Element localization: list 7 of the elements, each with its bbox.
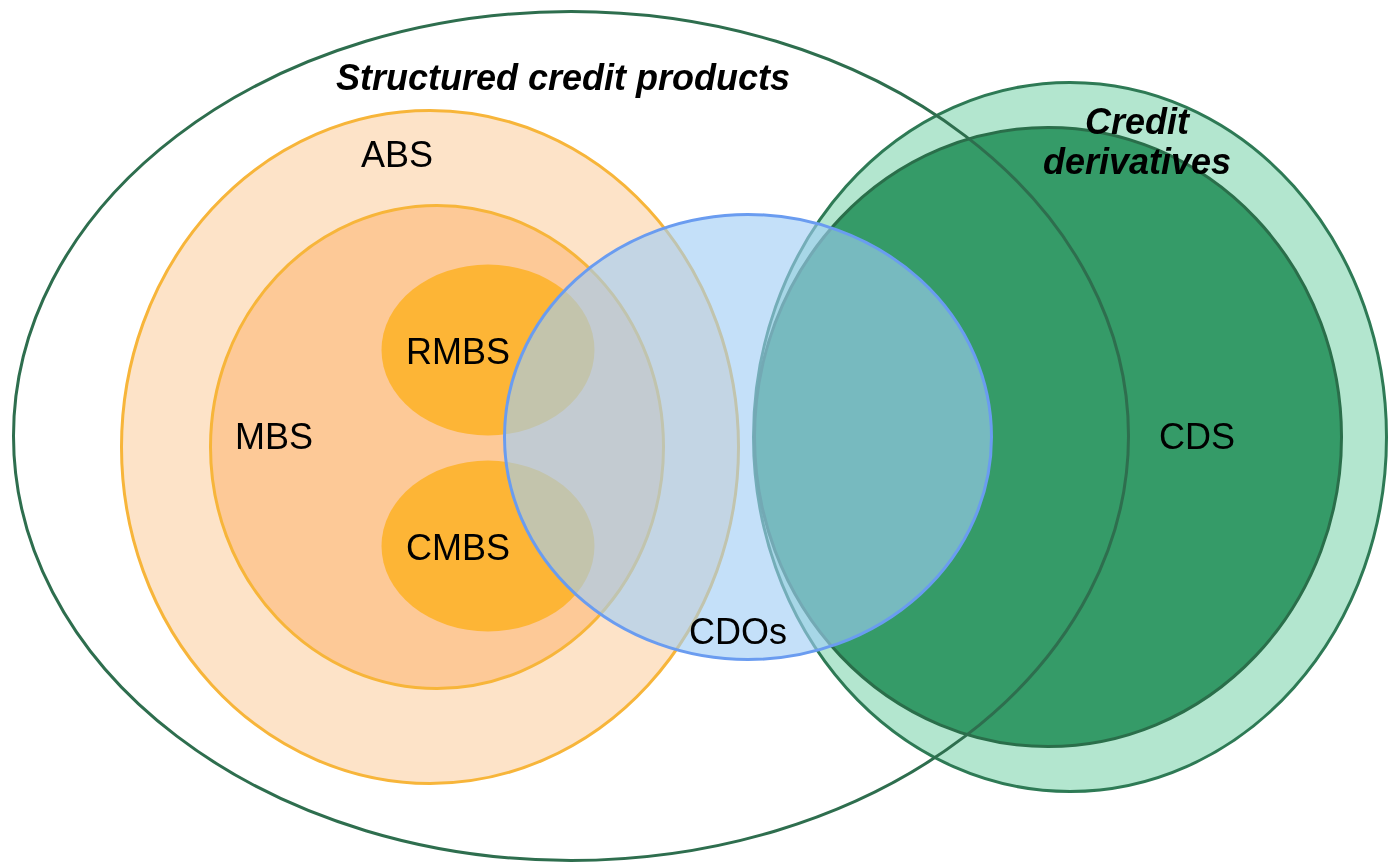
set-label: CDS xyxy=(1159,416,1235,458)
set-label: MBS xyxy=(235,416,313,458)
set-label: RMBS xyxy=(406,331,510,373)
set-label: CDOs xyxy=(689,611,787,653)
set-label: ABS xyxy=(361,134,433,176)
set-title: Structured credit products xyxy=(334,58,792,98)
set-label: CMBS xyxy=(406,527,510,569)
